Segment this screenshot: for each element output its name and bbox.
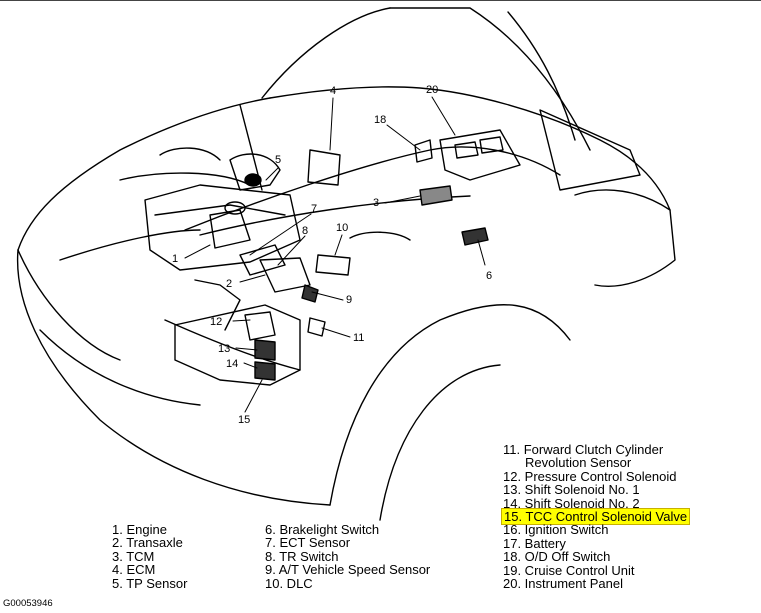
highlighted-legend-text: 15. TCC Control Solenoid Valve [501,508,691,526]
callout-14: 14 [226,358,238,370]
callout-2: 2 [226,278,232,290]
legend-item: 3. TCM [112,548,155,564]
callout-9: 9 [346,294,352,306]
car-body-outline [16,7,676,521]
callout-4: 4 [330,85,336,97]
callout-12: 12 [210,316,222,328]
legend-item: 9. A/T Vehicle Speed Sensor [265,562,431,578]
legend-item: 19. Cruise Control Unit [503,562,635,578]
leader-lines [184,96,486,413]
legend-item: 4. ECM [112,562,156,578]
callout-7: 7 [311,203,317,215]
legend-column-1: 1. Engine 2. Transaxle 3. TCM 4. ECM 5. … [112,523,187,590]
legend-item: 16. Ignition Switch [503,522,609,538]
callout-6: 6 [486,270,492,282]
legend-item: 14. Shift Solenoid No. 2 [503,495,640,511]
engine-bay [144,129,521,386]
legend-column-2: 6. Brakelight Switch 7. ECT Sensor 8. TR… [265,523,430,590]
legend-item: 17. Battery [503,535,566,551]
legend-item: 1. Engine [112,522,167,537]
legend-item: 10. DLC [265,575,313,591]
callout-20: 20 [426,84,438,96]
legend-item: 11. Forward Clutch Cylinder [503,442,664,457]
top-border [0,0,761,1]
callout-3: 3 [373,197,379,209]
legend-item-continuation: Revolution Sensor [503,455,690,471]
legend-item-continuation-text: Revolution Sensor [525,455,632,471]
legend-item: 2. Transaxle [112,535,183,551]
callout-18: 18 [374,114,386,126]
figure-id: G00053946 [3,598,53,609]
callout-15: 15 [238,414,250,426]
callout-5: 5 [275,154,281,166]
legend-item: 13. Shift Solenoid No. 1 [503,482,640,498]
callout-labels: 1 2 3 4 5 6 7 8 9 10 11 12 13 14 15 18 2… [172,84,492,426]
callout-1: 1 [172,253,178,265]
legend-item: 20. Instrument Panel [503,576,623,592]
callout-11: 11 [353,332,364,344]
legend-item: 5. TP Sensor [112,575,188,591]
legend-column-3: 11. Forward Clutch Cylinder Revolution S… [501,442,691,592]
legend-item: 12. Pressure Control Solenoid [503,468,677,484]
legend-item: 7. ECT Sensor [265,535,351,551]
callout-8: 8 [302,225,308,237]
legend-item-highlighted: 15. TCC Control Solenoid Valve [501,508,691,526]
callout-13: 13 [218,343,230,355]
legend-item: 6. Brakelight Switch [265,522,380,537]
legend-item: 18. O/D Off Switch [503,549,611,565]
callout-10: 10 [336,222,348,234]
legend-item: 8. TR Switch [265,548,339,564]
